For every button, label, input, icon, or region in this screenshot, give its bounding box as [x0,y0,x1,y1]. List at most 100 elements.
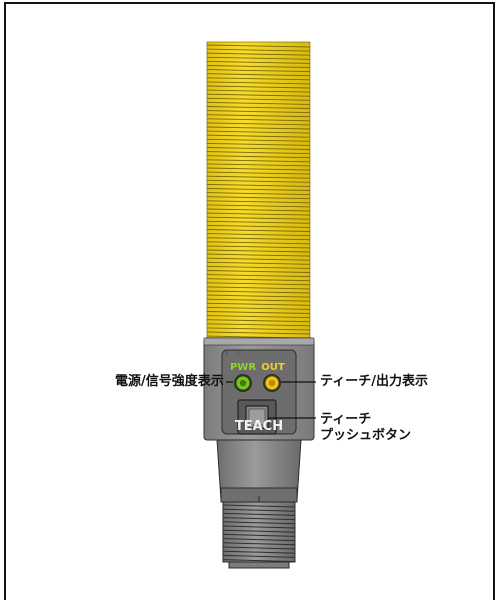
barrel-thread-ridge [206,216,311,220]
barrel-thread-ridge [206,85,311,89]
barrel-thread-ridge [206,311,311,314]
barrel-thread-ridge [206,237,311,241]
barrel-thread-ridge [206,93,311,97]
barrel-thread-ridge [206,44,311,48]
barrel-thread-ridge [206,249,311,253]
barrel-thread-ridge [206,118,311,122]
connector-thread-ridge [222,542,296,546]
connector-thread-ridge [222,546,296,550]
connector-thread-ridge [222,512,296,516]
connector-thread-ridge [222,550,296,554]
barrel-thread-ridge [206,278,311,282]
connector-thread-ridge [222,521,296,525]
barrel-thread-ridge [206,101,311,105]
led-label-pwr: PWR [230,362,256,373]
barrel-thread-ridge [206,282,311,286]
connector-neck [216,439,302,503]
connector-thread-ridge [222,538,296,542]
barrel-thread-ridge [206,110,311,114]
barrel-thread-ridge [206,257,311,261]
barrel-thread-ridge [206,220,311,224]
barrel-thread-ridge [206,65,311,68]
barrel-thread-ridge [206,97,311,101]
barrel-thread-ridge [206,73,311,77]
connector-thread-ridge [222,504,296,508]
barrel-thread-ridge [206,114,311,118]
connector-thread-ridge [222,559,296,563]
barrel-thread-ridge [206,89,311,93]
connector-thread-ridge [222,554,296,558]
barrel-thread-ridge [206,265,311,269]
barrel-thread-ridge [206,175,311,179]
barrel-thread-ridge [206,270,311,273]
barrel-thread-ridge [206,261,311,265]
connector-thread [222,501,296,569]
power-led [234,374,252,392]
teach-label: TEACH [235,419,283,434]
barrel-thread-ridge [206,253,311,257]
barrel-thread-ridge [206,294,311,298]
callout-teach-button-line2: プッシュボタン [320,428,412,443]
barrel-thread-ridge [206,77,311,81]
connector-thread-ridge [222,529,296,533]
barrel-thread-ridge [206,327,311,331]
barrel-thread-ridge [206,290,311,294]
callout-teach-push-button: ティーチ プッシュボタン [320,412,411,444]
barrel-thread-ridge [206,298,311,302]
barrel-thread-ridge [206,183,311,187]
barrel-thread-ridge [206,171,311,175]
barrel-thread-ridge [206,48,311,52]
barrel-thread-ridge [206,229,311,232]
barrel-thread-ridge [206,138,311,142]
barrel-thread-ridge [206,224,311,228]
barrel-thread-ridge [206,196,311,200]
callout-teach-output-indicator: ティーチ/出力表示 [320,374,428,389]
barrel-thread-ridge [206,306,311,310]
barrel-thread-ridge [206,302,311,306]
barrel-thread-ridge [206,204,311,208]
barrel-thread-ridge [206,60,311,64]
threaded-barrel [206,41,311,339]
connector-thread-ridge [222,525,296,529]
barrel-thread-ridge [206,233,311,237]
barrel-thread-ridge [206,147,311,150]
barrel-thread-ridge [206,212,311,216]
barrel-thread-ridge [206,134,311,138]
diagram-frame [4,2,495,600]
barrel-thread-ridge [206,159,311,163]
barrel-thread-ridge [206,245,311,249]
barrel-thread-ridge [206,286,311,290]
barrel-thread-ridge [206,323,311,327]
output-led [263,374,281,392]
barrel-thread-ridge [206,142,311,146]
barrel-thread-ridge [206,315,311,319]
barrel-thread-ridge [206,192,311,196]
callout-power-signal-indicator: 電源/信号強度表示 [115,374,224,389]
barrel-thread-ridge [206,208,311,212]
barrel-thread-ridge [206,56,311,60]
barrel-thread-ridge [206,130,311,134]
barrel-thread-ridge [206,167,311,171]
connector-thread-ridge [222,533,296,537]
barrel-thread-ridge [206,155,311,159]
barrel-thread-ridge [206,319,311,323]
barrel-thread-ridge [206,151,311,155]
connector-thread-ridge [222,508,296,512]
barrel-thread-ridge [206,81,311,85]
barrel-thread-ridge [206,69,311,73]
barrel-thread-ridge [206,106,311,109]
barrel-thread-ridge [206,163,311,167]
barrel-thread-ridge [206,122,311,126]
barrel-thread-ridge [206,241,311,245]
barrel-thread-ridge [206,52,311,56]
led-label-out: OUT [261,362,285,373]
barrel-thread-ridge [206,179,311,183]
barrel-thread-ridge [206,274,311,278]
barrel-thread-ridge [206,200,311,204]
connector-thread-ridge [222,517,296,521]
barrel-thread-ridge [206,331,311,335]
callout-teach-button-line1: ティーチ [320,412,372,427]
barrel-thread-ridge [206,188,311,191]
teach-push-button[interactable] [237,399,277,435]
